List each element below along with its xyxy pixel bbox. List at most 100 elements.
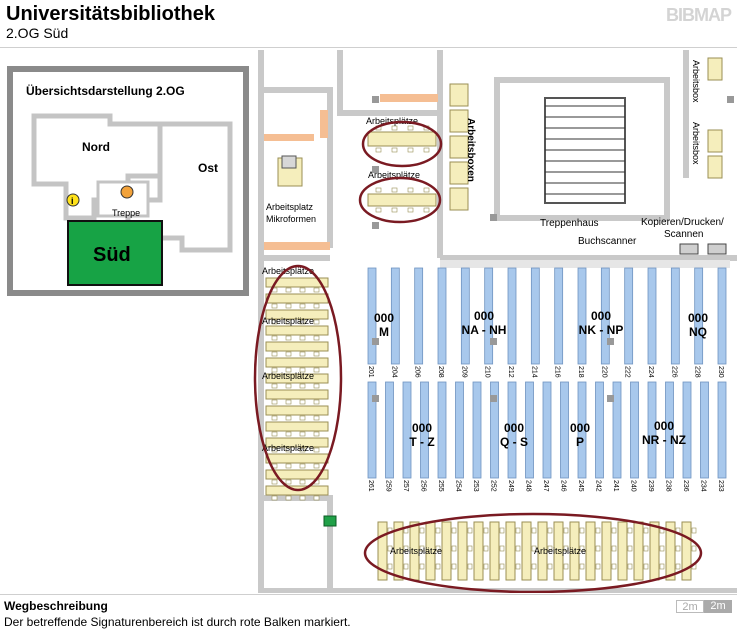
shelf-top[interactable] [694,267,704,365]
shelf-top[interactable] [554,267,564,365]
shelf-bottom[interactable] [682,381,692,479]
shelf-bottom[interactable] [542,381,552,479]
desk-left [265,469,329,480]
shelf-number-top: 224 [647,366,654,378]
chair [515,527,521,534]
shelf-top[interactable] [367,267,377,365]
shelf-top[interactable] [600,267,610,365]
shelf-bottom[interactable] [420,381,429,479]
overview-map[interactable]: Übersichtsdarstellung 2.OG Nord Ost Süd … [7,66,249,296]
shelf-number-bottom: 256 [420,480,427,492]
page-title: Universitätsbibliothek [6,3,215,25]
shelf-top[interactable] [437,267,447,365]
chair [299,431,306,437]
shelf-top[interactable] [530,267,540,365]
shelf-bottom[interactable] [612,381,622,479]
chair [271,447,278,453]
chair [499,545,505,552]
section-num-na-nh: 000 [474,309,494,323]
label-arbeitsplaetze-bottom-1: Arbeitsplätze [390,546,442,556]
desk-bottom [377,521,388,581]
section-num-nr-nz: 000 [654,419,674,433]
chair [375,207,382,213]
copier-icon-2 [707,243,727,255]
chair [285,399,292,405]
section-num-m: 000 [374,311,394,325]
shelf-bottom[interactable] [507,381,517,479]
desk-left [265,309,329,320]
shelf-bottom[interactable] [647,381,657,479]
chair [423,147,430,153]
info-icon[interactable] [66,193,80,207]
shelf-top[interactable] [507,267,517,365]
shelf-top[interactable] [577,267,587,365]
shelf-number-bottom: 259 [385,480,392,492]
shelf-bottom[interactable] [525,381,534,479]
shelf-number-top: 228 [694,366,701,378]
chair [299,463,306,469]
chair [675,563,681,570]
shelf-bottom[interactable] [595,381,604,479]
chair [285,431,292,437]
desk-left [265,277,329,288]
shelf-bottom[interactable] [402,381,412,479]
shelf-bottom[interactable] [385,381,394,479]
scale-segment-2: 2m [704,600,732,613]
chair [611,563,617,570]
shelf-bottom[interactable] [717,381,727,479]
chair [515,563,521,570]
shelf-top[interactable] [390,267,400,365]
shelf-top[interactable] [460,267,470,365]
chair [375,147,382,153]
shelf-bottom[interactable] [455,381,464,479]
label-arbeitsplaetze-left-1: Arbeitsplätze [262,266,314,276]
aisle-strip [440,260,730,268]
shelf-top[interactable] [717,267,727,365]
shelf-bottom[interactable] [367,381,377,479]
chair [299,383,306,389]
shelf-number-bottom: 249 [507,480,514,492]
label-arbeitsplaetze-left-4: Arbeitsplätze [262,443,314,453]
shelf-bottom[interactable] [665,381,674,479]
shelves-top-row [367,267,727,365]
desk-bottom [473,521,484,581]
desk-left [265,421,329,432]
overview-area-sued[interactable] [67,220,163,286]
shelf-top[interactable] [624,267,634,365]
shelf-bottom[interactable] [560,381,569,479]
desk-left [265,293,329,304]
shelf-top[interactable] [670,267,680,365]
chair [285,479,292,485]
shelf-bottom[interactable] [472,381,482,479]
shelf-top[interactable] [484,267,494,365]
chair [563,545,569,552]
chair [271,351,278,357]
shelf-top[interactable] [414,267,424,365]
shelf-number-top: 204 [390,366,397,378]
chair [271,431,278,437]
chair [467,545,473,552]
shelf-bottom[interactable] [700,381,709,479]
overview-label-ost: Ost [198,161,218,175]
desk-bottom [457,521,468,581]
shelf-bottom[interactable] [577,381,587,479]
chair [643,545,649,552]
chair [285,463,292,469]
chair [403,563,409,570]
desk-bottom [585,521,596,581]
shelf-bottom[interactable] [490,381,499,479]
section-num-t-z: 000 [412,421,432,435]
chair [299,335,306,341]
chair [299,351,306,357]
shelf-bottom[interactable] [630,381,639,479]
directions-text: Der betreffende Signaturenbereich ist du… [4,615,351,629]
shelf-bottom[interactable] [437,381,447,479]
bottom-workplaces [377,521,697,581]
chair [467,563,473,570]
chair [271,303,278,309]
chair [299,447,306,453]
chair [313,303,320,309]
shelf-top[interactable] [647,267,657,365]
